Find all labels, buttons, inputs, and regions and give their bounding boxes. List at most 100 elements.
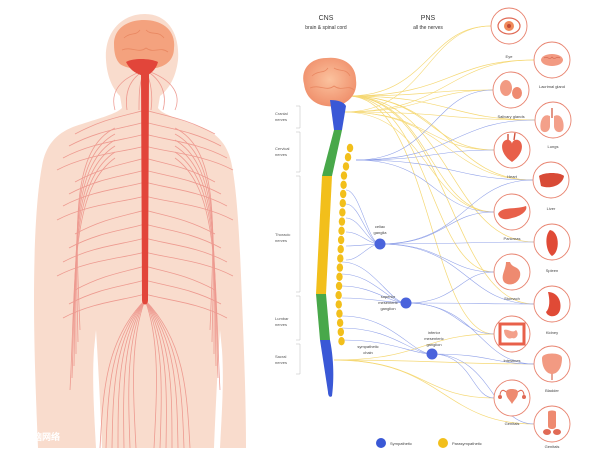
- sympathetic-chain-bead: [346, 143, 354, 153]
- leg-nerve: [144, 299, 157, 449]
- organ-liver-label: Liver: [547, 206, 556, 211]
- body-nerve-branch: [62, 133, 146, 159]
- leg-nerve: [111, 299, 146, 449]
- nerve-line: [345, 243, 381, 261]
- body-nerve-branch: [144, 195, 234, 221]
- region-lumbar-line1: Lumbar: [275, 316, 289, 321]
- ganglion-inferior-mesenteric: [426, 348, 438, 360]
- organ-lungs: Lungs: [534, 101, 572, 149]
- nerve-line: [347, 59, 535, 97]
- sympathetic-chain-bead: [338, 226, 345, 235]
- organ-stomach: Stomach: [493, 253, 531, 301]
- figure-brain-folds: [121, 29, 169, 53]
- nerve-line: [355, 159, 495, 213]
- organ-intestines: Intestines: [493, 315, 531, 363]
- legend-sympathetic-label: Sympathetic: [390, 441, 412, 446]
- sympathetic-chain-bead: [336, 318, 344, 327]
- sympathetic-chain-bead: [344, 153, 352, 162]
- body-nerve-branch: [144, 265, 216, 291]
- nerve-line: [379, 179, 534, 245]
- organ-heart: Heart: [493, 131, 531, 179]
- region-lumbar-line2: nerves: [275, 322, 287, 327]
- organ-lacrimal-gland: Lacrimal gland: [533, 41, 571, 89]
- nerve-line: [343, 89, 494, 113]
- sympathetic-chain-bead: [335, 300, 342, 309]
- organ-genitals-male-label: Genitals: [545, 444, 560, 449]
- arm-nerve: [174, 145, 217, 367]
- organ-list: Eye Lacrimal gland Salivary glands Lungs: [490, 7, 572, 449]
- region-sacral-line2: nerves: [275, 360, 287, 365]
- sympathetic-chain-bead: [339, 189, 347, 199]
- body-nerve-branch: [68, 169, 146, 195]
- sympathetic-chain-bead: [342, 162, 350, 171]
- leg-nerve: [133, 299, 146, 449]
- body-nerve-branch: [62, 237, 146, 263]
- nerve-line: [379, 243, 495, 273]
- organ-bladder: Bladder: [533, 345, 571, 393]
- sympathetic-chain-bead: [339, 208, 346, 217]
- organ-genitals-male: Genitals: [533, 405, 571, 449]
- nerve-line: [343, 111, 534, 181]
- body-silhouette: [34, 14, 246, 448]
- watermark: 大脑网络: [8, 430, 60, 442]
- arm-nerve: [75, 139, 116, 355]
- nerve-line: [345, 189, 381, 245]
- body-nerve-branch: [56, 195, 146, 221]
- sympathetic-chain: [335, 143, 354, 346]
- nerve-line: [343, 111, 536, 121]
- ganglion-celiac: [374, 238, 386, 250]
- region-cranial-line2: nerves: [275, 117, 287, 122]
- body-nerve-branch: [144, 293, 228, 319]
- nerve-line: [379, 211, 495, 245]
- body-nerve-branch: [144, 157, 216, 183]
- body-nerve-branch: [62, 293, 146, 319]
- nerve-line: [333, 333, 495, 361]
- figure-spinal-cord: [141, 74, 149, 305]
- region-labels: Cranial nerves Cervical nerves Thoracic …: [275, 111, 290, 365]
- body-nerve-branch: [144, 237, 228, 263]
- arm-nerve: [76, 127, 116, 331]
- nerve-line: [333, 359, 535, 365]
- nerve-line: [347, 95, 495, 335]
- leg-nerve: [99, 299, 146, 449]
- legend-parasympathetic-label: Parasympathetic: [452, 441, 482, 446]
- watermark-text: 大脑网络: [24, 431, 60, 442]
- organ-spleen-label: Spleen: [546, 268, 558, 273]
- leg-nerve: [144, 299, 191, 449]
- nerve-line: [343, 59, 535, 113]
- sympathetic-chain-bead: [335, 291, 342, 300]
- organ-lungs-label: Lungs: [548, 144, 559, 149]
- nerve-line: [405, 271, 495, 304]
- body-nerve-branch: [144, 209, 216, 235]
- arm-nerve: [174, 157, 221, 391]
- sympathetic-chain-bead: [338, 337, 345, 346]
- arm-nerve: [174, 151, 219, 379]
- human-body-figure: [34, 14, 246, 449]
- spine-cranial: [330, 100, 346, 130]
- sympathetic-chain-bead: [335, 281, 343, 291]
- nerve-line: [405, 302, 535, 305]
- figure-brainstem: [126, 59, 158, 76]
- nerve-line: [341, 315, 433, 355]
- ganglion-superior-line3: ganglion: [380, 306, 395, 311]
- pns-title: PNS: [421, 15, 436, 22]
- sympathetic-chain-bead: [340, 171, 348, 180]
- body-nerve-branch: [144, 169, 222, 195]
- nerve-line: [431, 353, 495, 399]
- nerve-line: [347, 95, 495, 213]
- ganglion-inferior-line1: inferior: [428, 330, 441, 335]
- ganglion-superior-line1: superior: [381, 294, 396, 299]
- cns-section: CNS brain & spinal cord PNS all the nerv…: [275, 15, 536, 425]
- sympathetic-chain-bead: [337, 327, 345, 337]
- leg-nerve: [144, 299, 185, 449]
- leg-nerve: [144, 299, 162, 449]
- nerve-line: [431, 353, 535, 365]
- nerve-line: [343, 25, 492, 113]
- nerve-line: [405, 302, 495, 335]
- organ-liver: Liver: [532, 161, 570, 211]
- spine-lumbar: [316, 294, 330, 340]
- arm-nerve: [174, 133, 214, 343]
- cns-subtitle: brain & spinal cord: [305, 25, 347, 31]
- sympathetic-chain-bead: [336, 309, 343, 318]
